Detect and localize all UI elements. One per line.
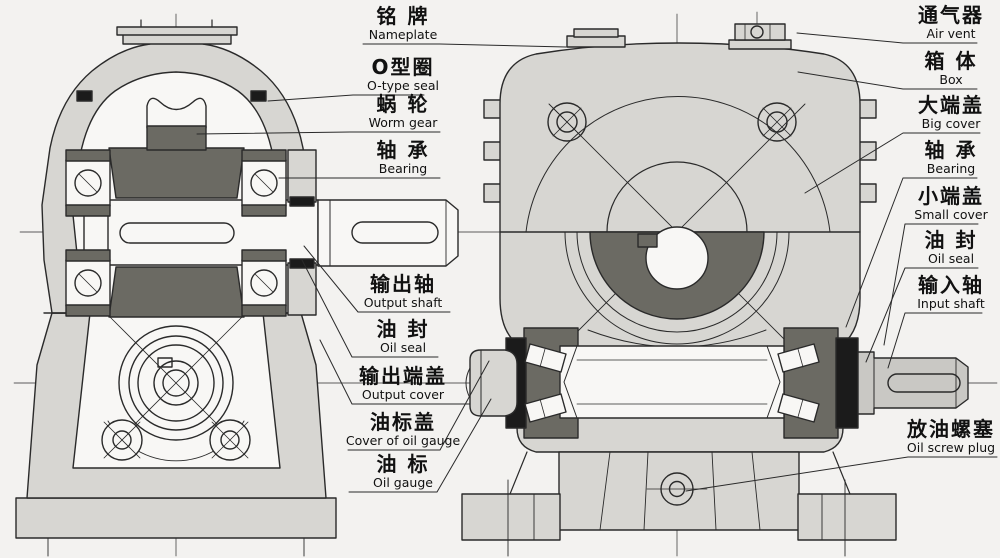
- callout-big-cover: 大端盖 Big cover: [899, 94, 1000, 131]
- callout-zh: 放油螺塞: [907, 417, 995, 441]
- callout-en: Oil screw plug: [906, 440, 996, 455]
- callout-oil-gauge-cover: 油标盖 Cover of oil gauge: [344, 411, 462, 448]
- callout-zh: 轴 承: [376, 138, 430, 162]
- worm-shaft-section: [107, 316, 245, 462]
- front-section-view: [15, 19, 459, 557]
- callout-en: Output cover: [361, 387, 445, 402]
- output-shaft: [317, 199, 459, 267]
- callout-zh: 大端盖: [918, 93, 984, 117]
- callout-zh: 箱 体: [924, 49, 978, 73]
- callout-air-vent: 通气器 Air vent: [899, 4, 1000, 41]
- callout-zh: 轴 承: [924, 138, 978, 162]
- callout-zh: 油 封: [924, 228, 978, 252]
- callout-oil-seal-left-view: 油 封 Oil seal: [344, 318, 462, 355]
- taper-bearing-right-top: [777, 343, 820, 373]
- left-view-bolt-holes: [101, 419, 251, 461]
- foot-left: [461, 493, 561, 541]
- callout-en: Big cover: [921, 116, 981, 131]
- taper-bearing-left-top: [524, 343, 567, 373]
- callout-oil-gauge: 油 标 Oil gauge: [344, 453, 462, 490]
- callout-en: Air vent: [926, 26, 976, 41]
- callout-en: Box: [939, 72, 963, 87]
- nameplate-part: [116, 19, 238, 45]
- callout-output-cover: 输出端盖 Output cover: [344, 365, 462, 402]
- callout-input-shaft: 输入轴 Input shaft: [899, 274, 1000, 311]
- callout-o-type-seal: O型圈 O-type seal: [344, 56, 462, 93]
- callout-zh: 油标盖: [370, 410, 436, 434]
- callout-box: 箱 体 Box: [899, 50, 1000, 87]
- worm-body: [559, 345, 785, 419]
- callout-output-shaft: 输出轴 Output shaft: [344, 273, 462, 310]
- housing-fins: [483, 99, 877, 203]
- callout-en: Oil seal: [927, 251, 975, 266]
- worm-gear-rim-top: [108, 147, 245, 199]
- callout-oil-seal-right-view: 油 封 Oil seal: [899, 229, 1000, 266]
- callout-en: Oil gauge: [373, 475, 433, 490]
- output-end-cover: [287, 149, 317, 316]
- box-bottom: [461, 451, 897, 557]
- output-oil-seal-top: [289, 196, 315, 207]
- callout-en: Input shaft: [917, 296, 985, 311]
- left-view-base: [15, 497, 337, 539]
- callout-zh: 通气器: [918, 3, 984, 27]
- foot-right: [797, 493, 897, 541]
- o-ring-right: [250, 90, 267, 102]
- callout-zh: 油 封: [376, 317, 430, 341]
- worm-core: [146, 125, 207, 151]
- input-shaft: [857, 351, 969, 415]
- callout-zh: 蜗 轮: [376, 92, 430, 116]
- keyway-slot: [119, 222, 235, 244]
- callout-zh: O型圈: [371, 55, 435, 79]
- worm-gear-rim-bottom: [108, 266, 245, 318]
- callout-en: Nameplate: [368, 27, 438, 42]
- output-shaft-bearings: [65, 149, 287, 317]
- callout-en: Bearing: [378, 161, 428, 176]
- callout-zh: 输出端盖: [359, 364, 447, 388]
- callout-worm-gear: 蜗 轮 Worm gear: [344, 93, 462, 130]
- worm-wheel-section: [564, 226, 790, 348]
- callout-bearing-right-view: 轴 承 Bearing: [899, 139, 1000, 176]
- leader-lines: [196, 32, 998, 493]
- side-section-view: [461, 23, 969, 557]
- callout-oil-screw-plug: 放油螺塞 Oil screw plug: [899, 418, 1000, 455]
- worm-thread-profile: [146, 97, 207, 129]
- worm-input-shaft-assembly: [465, 327, 969, 439]
- callout-en: Worm gear: [368, 115, 438, 130]
- callout-en: Bearing: [926, 161, 976, 176]
- taper-bearing-right-bottom: [777, 393, 820, 423]
- air-vent-part: [728, 23, 792, 50]
- small-cover-part: [835, 337, 859, 429]
- callout-zh: 小端盖: [918, 184, 984, 208]
- callout-zh: 输出轴: [370, 272, 436, 296]
- callout-zh: 油 标: [376, 452, 430, 476]
- callout-nameplate: 铭 牌 Nameplate: [344, 5, 462, 42]
- callout-en: Output shaft: [363, 295, 443, 310]
- callout-bearing-left-view: 轴 承 Bearing: [344, 139, 462, 176]
- callout-en: Cover of oil gauge: [345, 433, 461, 448]
- taper-bearing-left-bottom: [524, 393, 567, 423]
- callout-zh: 输入轴: [918, 273, 984, 297]
- output-oil-seal-bottom: [289, 258, 315, 269]
- o-ring-left: [76, 90, 93, 102]
- callout-en: O-type seal: [367, 78, 439, 93]
- callout-small-cover: 小端盖 Small cover: [899, 185, 1000, 222]
- callout-en: Oil seal: [379, 340, 427, 355]
- nameplate-pad-side: [566, 28, 626, 48]
- oil-gauge-plug: [465, 349, 518, 417]
- callout-zh: 铭 牌: [376, 4, 430, 28]
- callout-en: Small cover: [914, 207, 988, 222]
